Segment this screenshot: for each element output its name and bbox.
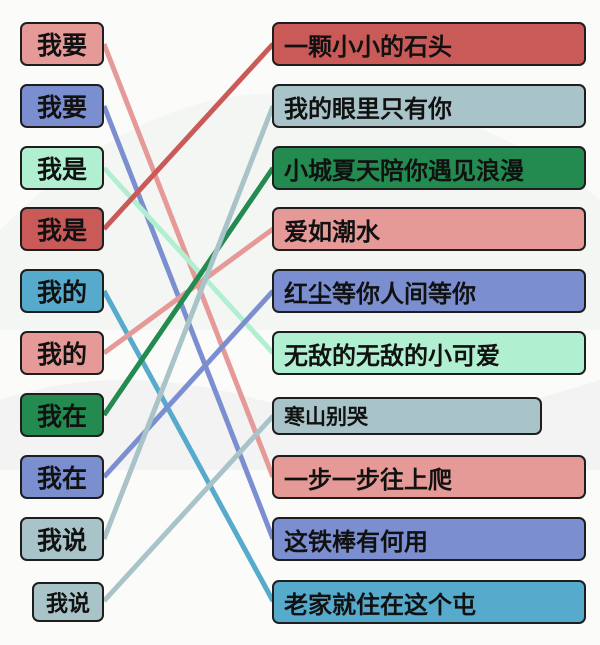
connection-line bbox=[102, 414, 275, 603]
left-word-tile[interactable]: 我是 bbox=[20, 207, 104, 251]
left-word-tile[interactable]: 我说 bbox=[32, 582, 104, 622]
connection-line bbox=[101, 105, 276, 540]
right-phrase-tile[interactable]: 寒山别哭 bbox=[272, 397, 542, 435]
right-phrase-tile[interactable]: 爱如潮水 bbox=[272, 207, 586, 251]
left-word-tile[interactable]: 我是 bbox=[20, 146, 104, 190]
right-phrase-tile[interactable]: 红尘等你人间等你 bbox=[272, 269, 586, 313]
connection-line bbox=[102, 289, 275, 479]
left-word-tile[interactable]: 我在 bbox=[20, 455, 104, 499]
connection-line bbox=[101, 166, 276, 417]
right-phrase-tile[interactable]: 小城夏天陪你遇见浪漫 bbox=[272, 146, 586, 190]
right-phrase-tile[interactable]: 我的眼里只有你 bbox=[272, 84, 586, 128]
left-word-tile[interactable]: 我在 bbox=[20, 393, 104, 437]
right-phrase-tile[interactable]: 一步一步往上爬 bbox=[272, 455, 586, 499]
left-word-tile[interactable]: 我要 bbox=[20, 84, 104, 128]
right-phrase-tile[interactable]: 老家就住在这个屯 bbox=[272, 580, 586, 624]
left-word-tile[interactable]: 我要 bbox=[20, 22, 104, 66]
connection-line bbox=[101, 289, 276, 603]
left-word-tile[interactable]: 我的 bbox=[20, 269, 104, 313]
left-word-tile[interactable]: 我说 bbox=[20, 517, 104, 561]
right-phrase-tile[interactable]: 无敌的无敌的小可爱 bbox=[272, 331, 586, 375]
right-phrase-tile[interactable]: 这铁棒有何用 bbox=[272, 517, 586, 561]
left-word-tile[interactable]: 我的 bbox=[20, 331, 104, 375]
connection-line bbox=[102, 42, 275, 231]
right-phrase-tile[interactable]: 一颗小小的石头 bbox=[272, 22, 586, 66]
